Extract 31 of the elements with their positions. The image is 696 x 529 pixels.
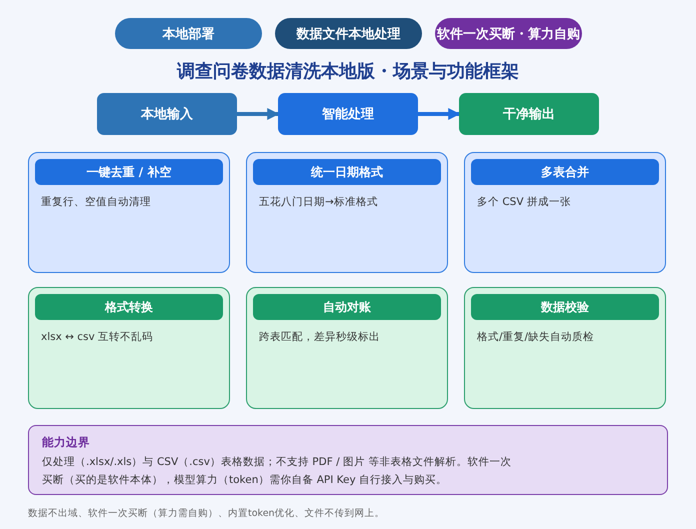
card-heading: 多表合并 bbox=[471, 159, 659, 185]
card-heading: 自动对账 bbox=[253, 294, 441, 320]
feature-card bbox=[464, 287, 666, 409]
stage-box: 本地输入 bbox=[97, 93, 237, 135]
card-heading: 格式转换 bbox=[35, 294, 223, 320]
tag-pill: 数据文件本地处理 bbox=[275, 18, 422, 49]
card-description: xlsx ↔ csv 互转不乱码 bbox=[41, 330, 154, 345]
card-description: 五花八门日期→标准格式 bbox=[259, 195, 379, 210]
stage-box: 智能处理 bbox=[278, 93, 418, 135]
card-heading: 统一日期格式 bbox=[253, 159, 441, 185]
feature-card bbox=[28, 287, 230, 409]
connector-arrow bbox=[237, 108, 280, 120]
feature-card bbox=[28, 152, 230, 273]
feature-card bbox=[246, 152, 448, 273]
connector-arrow bbox=[418, 108, 460, 120]
card-description: 格式/重复/缺失自动质检 bbox=[477, 330, 596, 345]
note-text: 仅处理（.xlsx/.xls）与 CSV（.csv）表格数据；不支持 PDF / 图片 等非表格文件解析。软件一次买断（买的是软件本体），模型算力（token）需你自备 API Key 自行接入与购买。 bbox=[42, 455, 512, 488]
tag-pill: 软件一次买断・算力自购 bbox=[435, 18, 582, 49]
card-heading: 一键去重 / 补空 bbox=[35, 159, 223, 185]
card-heading: 数据校验 bbox=[471, 294, 659, 320]
stage-box: 干净输出 bbox=[459, 93, 599, 135]
tag-pill: 本地部署 bbox=[115, 18, 262, 49]
feature-card bbox=[464, 152, 666, 273]
feature-card bbox=[246, 287, 448, 409]
diagram-title: 调查问卷数据清洗本地版・场景与功能框架 bbox=[177, 61, 519, 82]
note-panel bbox=[28, 425, 668, 495]
card-description: 跨表匹配，差异秒级标出 bbox=[259, 330, 381, 345]
card-description: 多个 CSV 拼成一张 bbox=[477, 195, 572, 210]
card-description: 重复行、空值自动清理 bbox=[41, 195, 152, 210]
note-heading: 能力边界 bbox=[42, 435, 90, 450]
footer-note: 数据不出域、软件一次买断（算力需自购）、内置token优化、文件不传到网上。 bbox=[28, 507, 385, 520]
